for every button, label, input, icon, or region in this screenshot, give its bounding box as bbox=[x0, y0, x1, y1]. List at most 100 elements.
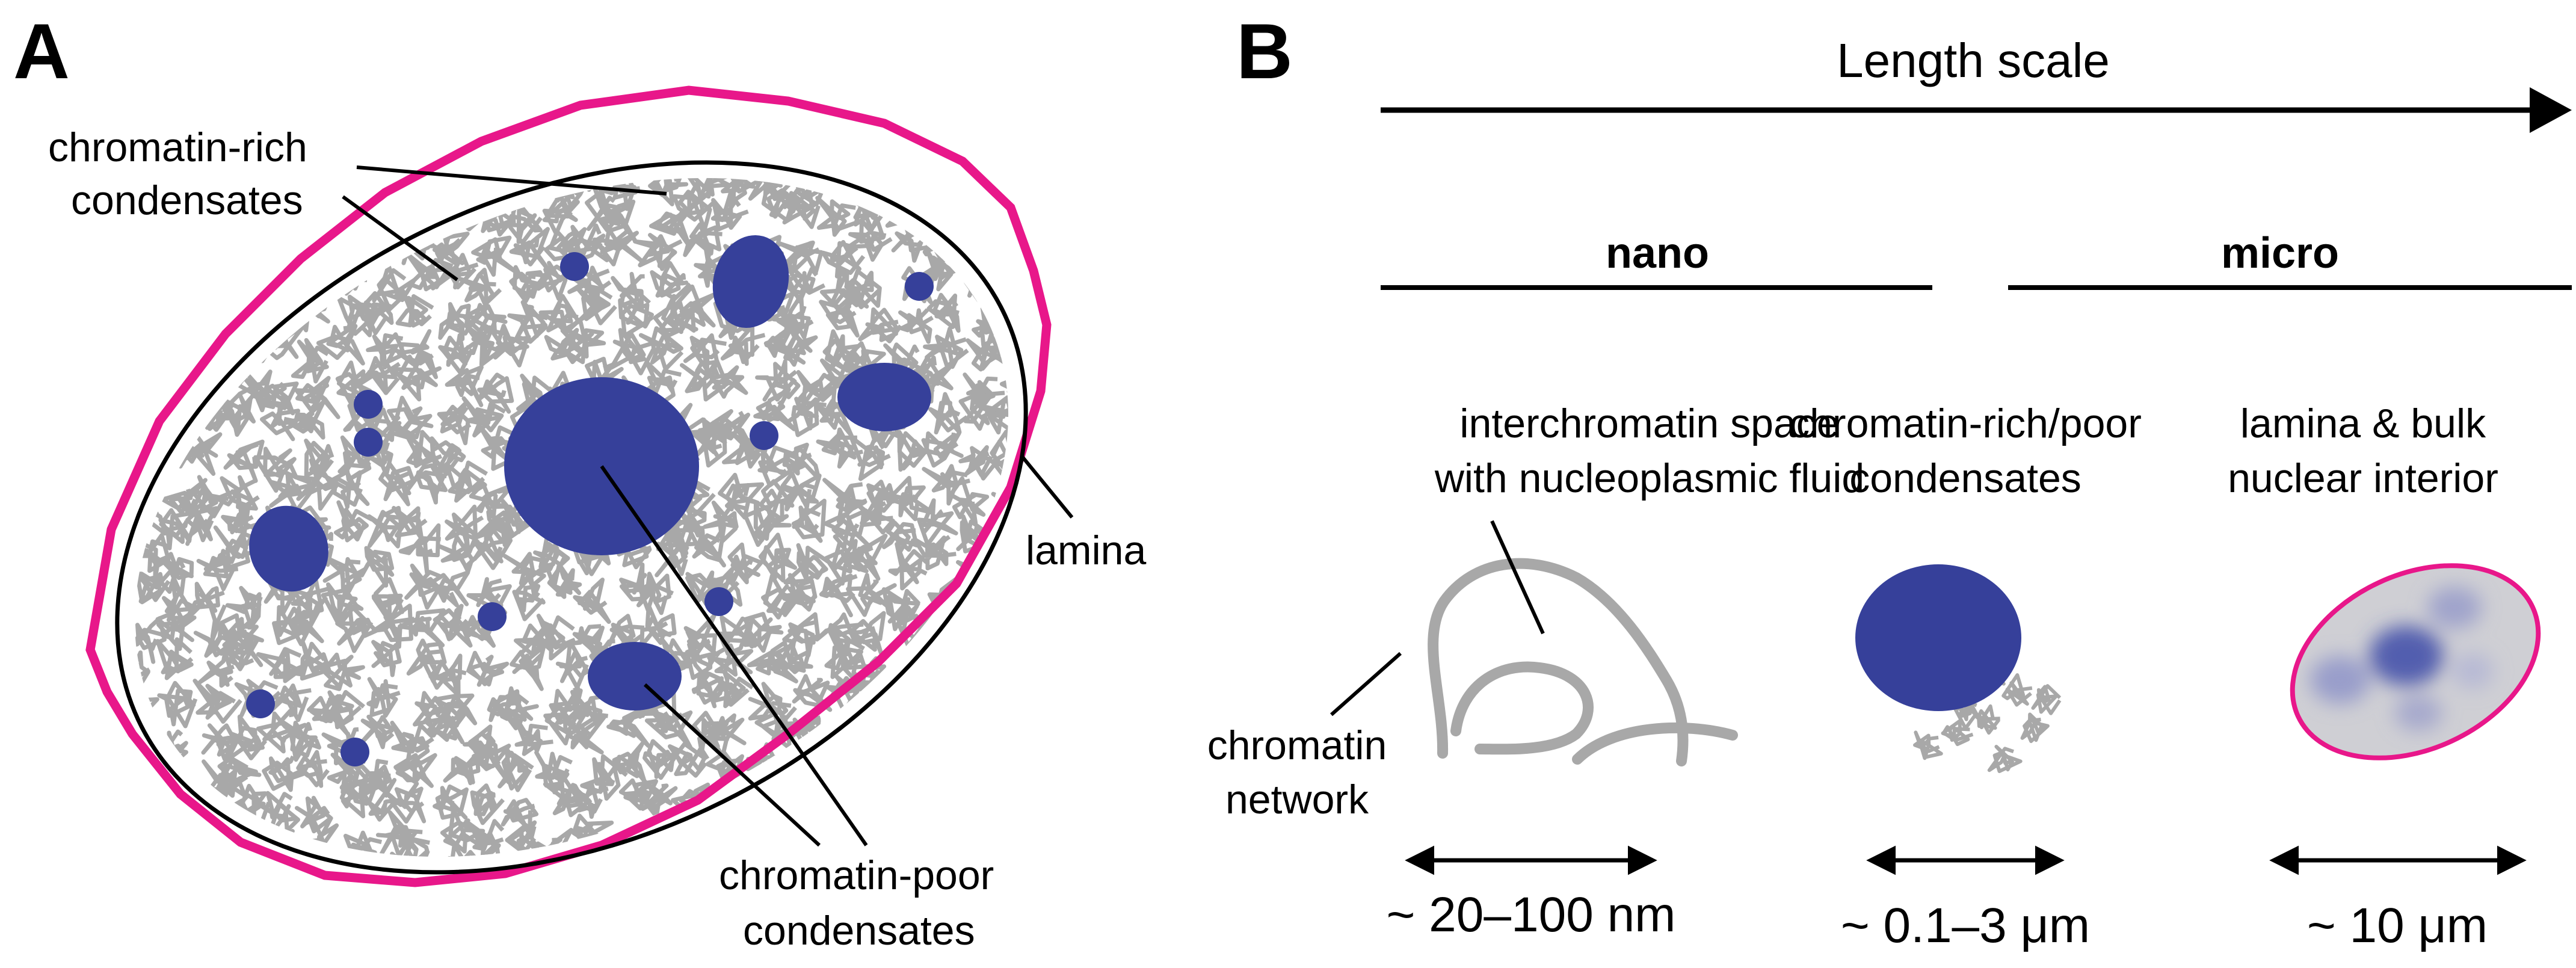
chromatin-loop bbox=[372, 74, 412, 115]
chromatin-loop bbox=[761, 180, 800, 223]
chromatin-loop bbox=[213, 525, 258, 570]
chromatin-loop bbox=[404, 563, 443, 610]
chromatin-loop bbox=[215, 849, 259, 890]
chromatin-loop bbox=[52, 306, 85, 342]
chromatin-loop bbox=[366, 677, 401, 718]
chromatin-loop bbox=[508, 198, 543, 245]
label-lamina: lamina bbox=[1026, 528, 1146, 573]
pointer-interchromatin bbox=[1490, 520, 1545, 635]
pointer-chromatin-network bbox=[1330, 652, 1402, 717]
pointer-chromatin-poor-1 bbox=[600, 465, 868, 846]
chromatin-loop bbox=[792, 674, 833, 712]
category-micro: micro bbox=[2221, 229, 2339, 277]
chromatin-loop bbox=[433, 49, 469, 96]
chromatin-loop bbox=[722, 431, 768, 469]
chromatin-loop bbox=[683, 222, 723, 263]
chromatin-loop bbox=[585, 117, 626, 161]
chromatin-loop bbox=[398, 523, 441, 576]
chromatin-loop bbox=[864, 744, 902, 779]
chromatin-loop bbox=[547, 562, 582, 599]
chromatin-loop bbox=[931, 116, 965, 149]
chromatin-loop bbox=[1987, 745, 2023, 773]
chromatin-loop bbox=[844, 269, 882, 309]
chromatin-loop bbox=[123, 322, 156, 369]
chromatin-loop bbox=[846, 216, 893, 262]
chromatin-loop bbox=[438, 333, 474, 375]
chromatin-loop bbox=[292, 87, 329, 132]
chromatin-loop bbox=[188, 475, 229, 519]
chromatin-loop bbox=[316, 324, 365, 366]
chromatin-loop bbox=[608, 51, 656, 88]
chromatin-loop bbox=[786, 396, 827, 437]
measure-micro: ~ 10 μm bbox=[2307, 898, 2488, 953]
chromatin-loop bbox=[462, 724, 499, 768]
chromatin-loop bbox=[76, 720, 120, 763]
chromatin-loop bbox=[692, 525, 726, 568]
chromatin-loop bbox=[371, 603, 415, 649]
chromatin-loop bbox=[445, 365, 484, 407]
chromatin-loop bbox=[432, 693, 478, 728]
chromatin-loop bbox=[155, 612, 197, 651]
chromatin-loop bbox=[356, 356, 401, 395]
chromatin-loop bbox=[262, 223, 300, 268]
chromatin-loop bbox=[917, 498, 958, 547]
chromatin-loop bbox=[60, 810, 96, 853]
chromatin-strand bbox=[1428, 558, 1689, 766]
chromatin-loop bbox=[848, 534, 888, 581]
chromatin-loop bbox=[221, 504, 260, 549]
chromatin-loop bbox=[782, 46, 827, 91]
chromatin-loop bbox=[514, 623, 554, 657]
chromatin-loop bbox=[1022, 653, 1059, 695]
chromatin-loop bbox=[1024, 816, 1071, 857]
chromatin-loop bbox=[321, 727, 368, 766]
chromatin-loop bbox=[730, 126, 769, 165]
chromatin-loop bbox=[438, 302, 479, 342]
measure-nano: ~ 20–100 nm bbox=[1387, 887, 1676, 942]
label-network-line1: chromatin bbox=[1207, 723, 1387, 768]
chromatin-loop bbox=[440, 806, 485, 854]
label-chromatin-poor-line2: condensates bbox=[743, 908, 975, 954]
chromatin-loop bbox=[815, 196, 861, 237]
chromatin-loop bbox=[1000, 609, 1047, 655]
chromatin-loop bbox=[925, 250, 966, 292]
chromatin-loop bbox=[358, 291, 394, 338]
chromatin-loop bbox=[1021, 186, 1061, 226]
chromatin-loop bbox=[886, 727, 934, 767]
chromatin-loop bbox=[963, 759, 1002, 801]
chromatin-loop bbox=[395, 289, 434, 328]
chromatin-loop bbox=[884, 818, 929, 859]
chromatin-loop bbox=[413, 691, 452, 738]
chromatin-loop bbox=[886, 476, 935, 522]
chromatin-loop bbox=[272, 45, 310, 87]
chromatin-loop bbox=[503, 63, 549, 106]
chromatin-loop bbox=[658, 832, 692, 876]
chromatin-loop bbox=[360, 546, 395, 588]
chromatin-loop bbox=[854, 491, 895, 535]
chromatin-loop bbox=[990, 430, 1031, 478]
chromatin-loop bbox=[985, 395, 1032, 435]
chromatin-loop bbox=[542, 192, 580, 236]
chromatin-loop bbox=[288, 603, 324, 647]
chromatin-loop bbox=[636, 572, 674, 615]
chromatin-loop bbox=[612, 741, 647, 783]
condensate-small bbox=[354, 390, 383, 419]
chromatin-loop bbox=[607, 614, 645, 650]
bulk-lamina bbox=[2290, 563, 2541, 760]
chromatin-loop bbox=[437, 402, 472, 446]
chromatin-loop bbox=[883, 753, 923, 797]
chromatin-loop bbox=[1035, 860, 1076, 896]
chromatin-loop bbox=[1022, 486, 1064, 521]
chromatin-loop bbox=[488, 498, 539, 541]
chromatin-loop bbox=[679, 120, 715, 158]
chromatin-loop bbox=[339, 775, 376, 819]
chromatin-loop bbox=[638, 326, 684, 371]
chromatin-loop bbox=[636, 118, 679, 158]
chromatin-loop bbox=[958, 445, 997, 481]
chromatin-loop bbox=[483, 62, 520, 107]
chromatin-loop bbox=[375, 810, 423, 857]
lamina-layer bbox=[85, 85, 1052, 887]
chromatin-loop bbox=[618, 294, 654, 338]
chromatin-loop bbox=[962, 220, 1013, 264]
chromatin-loop bbox=[1018, 722, 1058, 763]
chromatin-loop bbox=[214, 475, 260, 522]
